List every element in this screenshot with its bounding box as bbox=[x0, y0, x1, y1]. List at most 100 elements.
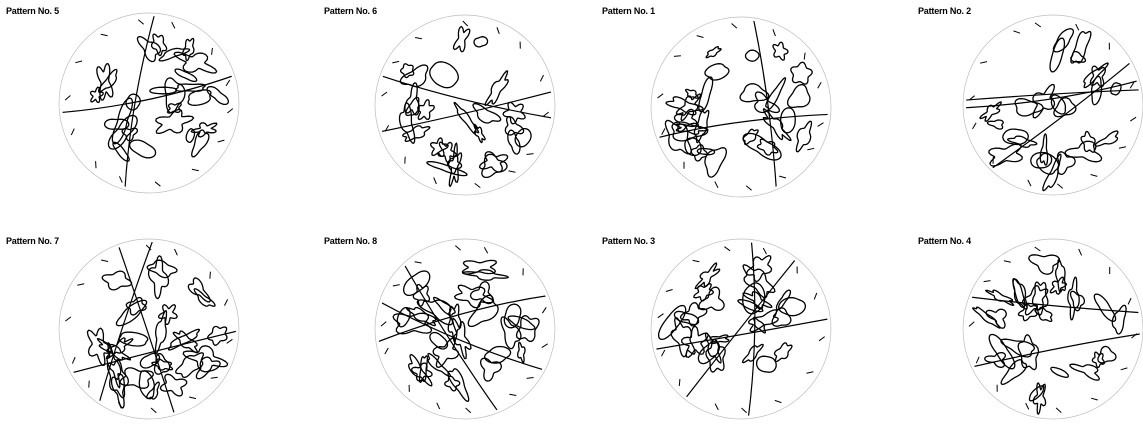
maze-loop bbox=[1094, 294, 1115, 321]
maze-loop bbox=[763, 109, 791, 141]
pattern-drawing bbox=[54, 8, 244, 198]
outer-circle bbox=[59, 13, 239, 193]
maze-loop bbox=[986, 290, 1014, 305]
rim-mark bbox=[1014, 31, 1021, 33]
pattern-cell: Pattern No. 4 bbox=[912, 230, 1143, 444]
maze-loop bbox=[156, 109, 194, 133]
rim-mark bbox=[1091, 398, 1098, 400]
pattern-cell: Pattern No. 5 bbox=[0, 0, 286, 214]
region-divider bbox=[958, 78, 1143, 109]
pattern-drawing bbox=[370, 234, 560, 424]
rim-mark bbox=[697, 36, 704, 38]
outer-circle bbox=[651, 239, 831, 419]
rim-mark bbox=[658, 94, 664, 98]
rim-mark bbox=[818, 123, 824, 127]
maze-loop bbox=[674, 311, 698, 324]
pattern-label: Pattern No. 5 bbox=[6, 6, 59, 16]
pattern-cell: Pattern No. 7 bbox=[0, 230, 286, 444]
rim-mark bbox=[1119, 147, 1126, 149]
rim-mark bbox=[818, 82, 822, 88]
pattern-label: Pattern No. 8 bbox=[324, 236, 377, 246]
rim-mark bbox=[542, 307, 546, 313]
rim-mark bbox=[715, 182, 718, 188]
rim-mark bbox=[211, 377, 218, 378]
maze-loop bbox=[1029, 255, 1060, 274]
maze-loop bbox=[705, 148, 726, 177]
maze-loop bbox=[796, 121, 811, 152]
rim-mark bbox=[226, 80, 230, 86]
maze-loop bbox=[1001, 360, 1026, 385]
maze-loop bbox=[743, 133, 781, 160]
pattern-curves bbox=[646, 12, 836, 202]
maze-loop bbox=[1111, 83, 1121, 95]
pattern-graphic bbox=[370, 10, 560, 200]
rim-mark bbox=[65, 317, 71, 321]
pattern-graphic bbox=[54, 234, 244, 424]
maze-loop bbox=[102, 271, 131, 290]
maze-loop bbox=[706, 47, 721, 58]
region-divider bbox=[370, 294, 559, 346]
rim-mark bbox=[101, 34, 108, 36]
rim-mark bbox=[415, 262, 422, 263]
rim-mark bbox=[227, 109, 232, 113]
maze-loop bbox=[186, 129, 194, 143]
rim-mark bbox=[1028, 180, 1031, 186]
maze-loop bbox=[1050, 38, 1064, 72]
rim-mark bbox=[980, 62, 987, 64]
rim-mark bbox=[455, 246, 460, 251]
maze-loop bbox=[1068, 277, 1079, 320]
maze-loop bbox=[454, 27, 470, 52]
pattern-drawing bbox=[370, 10, 560, 200]
maze-loop bbox=[116, 300, 146, 325]
pattern-graphic bbox=[958, 234, 1143, 424]
maze-loop bbox=[393, 313, 432, 334]
rim-mark bbox=[509, 394, 516, 395]
rim-mark bbox=[763, 248, 766, 254]
maze-loop bbox=[986, 309, 1006, 328]
rim-mark bbox=[674, 56, 681, 57]
rim-mark bbox=[65, 96, 70, 101]
rim-mark bbox=[192, 169, 199, 170]
rim-mark bbox=[658, 314, 664, 318]
maze-loop bbox=[788, 85, 810, 108]
maze-loop bbox=[119, 332, 148, 346]
maze-loop bbox=[757, 139, 777, 155]
rim-mark bbox=[1079, 249, 1082, 255]
maze-loop bbox=[746, 50, 760, 61]
pattern-sheet: Pattern No. 5 Pattern No. 6 Pattern No. … bbox=[0, 0, 1143, 428]
rim-mark bbox=[666, 290, 673, 292]
rim-mark bbox=[466, 408, 471, 413]
maze-loop bbox=[766, 78, 786, 109]
maze-loop bbox=[431, 138, 449, 157]
pattern-cell: Pattern No. 2 bbox=[912, 0, 1143, 214]
maze-loop bbox=[518, 342, 525, 362]
rim-mark bbox=[1026, 403, 1029, 409]
maze-loop bbox=[1070, 364, 1100, 380]
maze-loop bbox=[485, 71, 508, 105]
rim-mark bbox=[101, 260, 108, 262]
maze-loop bbox=[1051, 367, 1069, 377]
rim-mark bbox=[497, 27, 499, 34]
maze-loop bbox=[130, 140, 156, 158]
rim-mark bbox=[1035, 247, 1041, 251]
pattern-graphic bbox=[54, 8, 244, 198]
rim-mark bbox=[540, 75, 543, 81]
pattern-graphic bbox=[370, 234, 560, 424]
rim-mark bbox=[1132, 334, 1137, 339]
maze-loop bbox=[743, 129, 758, 144]
pattern-curves bbox=[958, 29, 1143, 191]
rim-mark bbox=[437, 403, 440, 409]
maze-loop bbox=[1071, 52, 1086, 63]
rim-mark bbox=[779, 176, 786, 178]
rim-mark bbox=[392, 61, 399, 63]
rim-mark bbox=[742, 408, 747, 413]
rim-mark bbox=[1130, 117, 1136, 121]
rim-mark bbox=[1056, 408, 1061, 413]
maze-loop bbox=[401, 64, 414, 78]
maze-loop bbox=[99, 69, 117, 91]
rim-mark bbox=[819, 337, 825, 341]
rim-mark bbox=[969, 322, 974, 327]
pattern-curves bbox=[958, 255, 1143, 414]
pattern-cell: Pattern No. 8 bbox=[318, 230, 604, 444]
pattern-graphic bbox=[646, 12, 836, 202]
